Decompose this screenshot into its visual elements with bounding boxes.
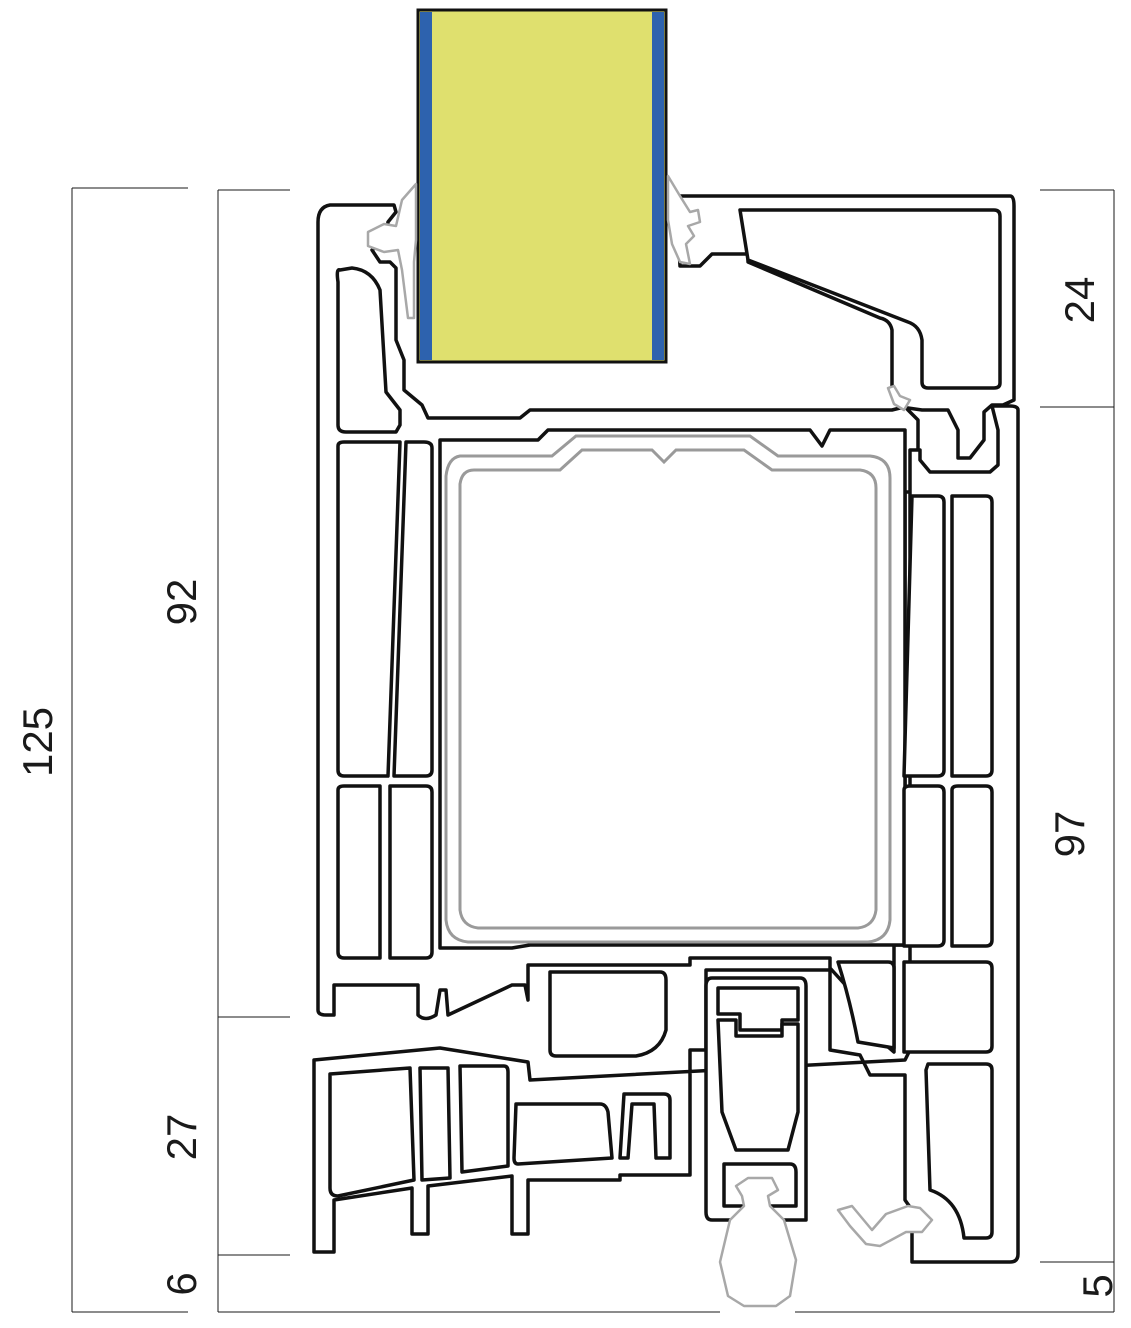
dimension-bottom-offset-label: 6 <box>158 1272 205 1295</box>
dimension-frame-lower-label: 27 <box>158 1114 205 1161</box>
dimension-bottom-gap-label: 5 <box>1074 1274 1121 1297</box>
glass-pane-left-edge <box>420 12 432 360</box>
gaskets <box>366 174 934 1308</box>
dimension-frame-height-label: 97 <box>1046 811 1093 858</box>
dimension-overall-label: 125 <box>14 707 61 777</box>
glass-pane-right-edge <box>652 12 664 360</box>
sash-profile <box>316 194 1016 1054</box>
frame-profile <box>312 404 1020 1264</box>
dimension-sash-label: 92 <box>158 579 205 626</box>
dimension-lines <box>71 187 1115 1313</box>
glass-pane <box>416 8 668 364</box>
dimension-glazing-rebate-label: 24 <box>1056 277 1103 324</box>
steel-reinforcement <box>444 434 892 944</box>
